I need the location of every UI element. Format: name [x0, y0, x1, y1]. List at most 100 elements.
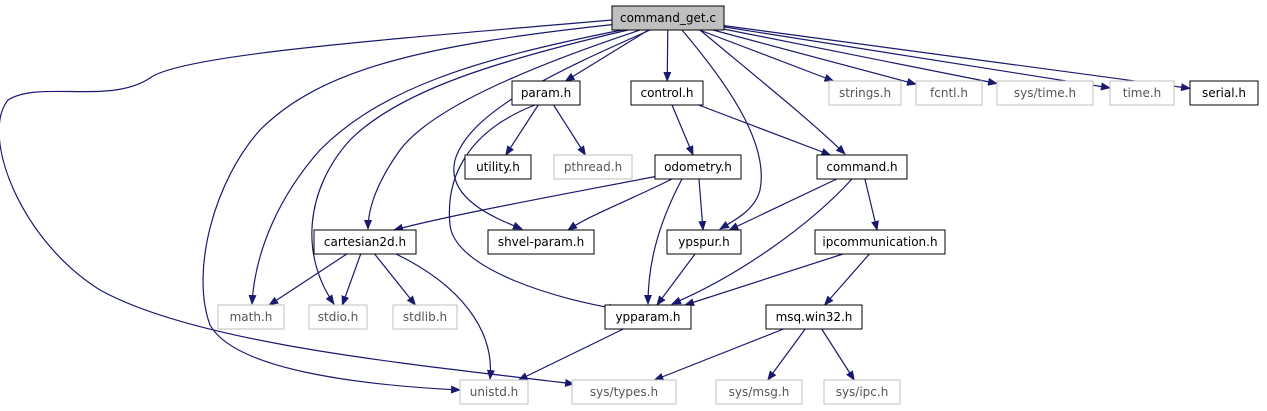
node-ypspur-h[interactable]: ypspur.h [666, 229, 742, 255]
node-label: command_get.c [620, 11, 716, 25]
edge-msq-win32-h-to-sys-ipc-h [821, 328, 855, 381]
node-math-h: math.h [217, 304, 285, 330]
node-label: command.h [826, 160, 897, 174]
nodes-layer: command_get.c param.h control.h strings.h fc… [217, 5, 1259, 405]
node-stdlib-h: stdlib.h [392, 304, 458, 330]
edge-command-h-to-ypparam-h [671, 178, 853, 305]
edges-layer [0, 19, 1191, 394]
node-box [666, 229, 742, 255]
edge-cartesian2d-h-to-math-h [268, 253, 348, 306]
edge-param-h-to-pthread-h [553, 104, 586, 156]
edge-command-get-c-to-control-h [663, 29, 672, 82]
node-box [816, 154, 908, 180]
node-label: msq.win32.h [776, 310, 853, 324]
edge-command-get-c-to-time-h [723, 26, 1111, 91]
node-label: param.h [521, 86, 571, 100]
node-box [571, 379, 677, 405]
node-utility-h[interactable]: utility.h [464, 154, 532, 180]
node-box [217, 304, 285, 330]
edge-command-get-c-to-math-h [248, 29, 623, 305]
node-label: sys/time.h [1014, 86, 1076, 100]
node-box [630, 80, 704, 106]
node-label: time.h [1123, 86, 1162, 100]
node-strings-h: strings.h [828, 80, 902, 106]
node-stdio-h: stdio.h [308, 304, 368, 330]
node-label: ypspur.h [678, 235, 729, 249]
edge-command-get-c-to-serial-h [723, 25, 1191, 92]
node-odometry-h[interactable]: odometry.h [654, 154, 742, 180]
edge-command-get-c-to-ypspur-h [681, 29, 762, 230]
node-box [654, 154, 742, 180]
node-box [308, 304, 368, 330]
node-label: ypparam.h [615, 310, 680, 324]
node-box [553, 154, 633, 180]
edge-cartesian2d-h-to-stdio-h [341, 253, 362, 306]
node-label: sys/msg.h [729, 385, 790, 399]
node-label: sys/ipc.h [836, 385, 889, 399]
node-label: control.h [640, 86, 693, 100]
edge-msq-win32-h-to-sys-types-h [653, 328, 784, 381]
node-sys-time-h: sys/time.h [996, 80, 1094, 106]
node-label: ipcommunication.h [822, 235, 937, 249]
edge-ypspur-h-to-ypparam-h [656, 253, 696, 306]
node-label: utility.h [476, 160, 520, 174]
node-box [823, 379, 901, 405]
edge-command-get-c-to-fcntl-h [712, 29, 917, 86]
edge-command-get-c-to-cartesian2d-h [364, 29, 641, 230]
edge-cartesian2d-h-to-stdlib-h [374, 253, 417, 306]
edge-cartesian2d-h-to-unistd-h [395, 253, 495, 380]
node-label: math.h [230, 310, 273, 324]
edge-msq-win32-h-to-sys-msg-h [767, 328, 806, 381]
node-label: stdio.h [318, 310, 358, 324]
edge-command-get-c-to-strings-h [699, 29, 835, 82]
node-command-get-c[interactable]: command_get.c [611, 5, 725, 31]
node-label: pthread.h [564, 160, 622, 174]
node-msq-win32-h[interactable]: msq.win32.h [765, 304, 863, 330]
edge-command-get-c-to-sys-time-h [723, 28, 998, 86]
node-ipcommunication-h[interactable]: ipcommunication.h [814, 229, 946, 255]
node-box [392, 304, 458, 330]
node-shvel-param-h[interactable]: shvel-param.h [487, 229, 595, 255]
edge-ipcommunication-h-to-msq-win32-h [823, 253, 870, 306]
node-sys-msg-h: sys/msg.h [715, 379, 803, 405]
edge-command-get-c-to-command-h [699, 29, 846, 155]
node-box [814, 229, 946, 255]
edge-command-get-c-to-param-h [564, 29, 649, 82]
edge-param-h-to-utility-h [505, 104, 539, 156]
node-ypparam-h[interactable]: ypparam.h [604, 304, 692, 330]
edge-command-get-c-to-sys-types-h [0, 19, 613, 387]
node-sys-types-h: sys/types.h [571, 379, 677, 405]
node-label: sys/types.h [590, 385, 658, 399]
node-label: strings.h [839, 86, 891, 100]
edge-odometry-h-to-shvel-param-h [567, 178, 673, 231]
node-time-h: time.h [1109, 80, 1175, 106]
node-label: cartesian2d.h [324, 235, 406, 249]
edge-odometry-h-to-ypparam-h [644, 178, 683, 305]
edge-command-get-c-to-unistd-h [202, 23, 619, 394]
node-fcntl-h: fcntl.h [915, 80, 983, 106]
edge-ipcommunication-h-to-ypparam-h [684, 253, 844, 307]
node-box [313, 229, 417, 255]
node-box [487, 229, 595, 255]
node-box [996, 80, 1094, 106]
node-serial-h[interactable]: serial.h [1189, 80, 1259, 106]
node-box [459, 379, 529, 405]
node-control-h[interactable]: control.h [630, 80, 704, 106]
node-box [611, 5, 725, 31]
edge-odometry-h-to-cartesian2d-h [393, 175, 659, 232]
node-command-h[interactable]: command.h [816, 154, 908, 180]
node-box [464, 154, 532, 180]
node-label: odometry.h [664, 160, 732, 174]
node-cartesian2d-h[interactable]: cartesian2d.h [313, 229, 417, 255]
node-box [715, 379, 803, 405]
edge-param-h-to-ypparam-h [448, 104, 619, 312]
edge-odometry-h-to-ypspur-h [698, 178, 707, 231]
node-label: stdlib.h [403, 310, 447, 324]
edge-command-get-c-to-shvel-param-h [453, 29, 651, 230]
node-box [765, 304, 863, 330]
edge-control-h-to-command-h [698, 104, 832, 156]
node-unistd-h: unistd.h [459, 379, 529, 405]
edge-ypparam-h-to-unistd-h [517, 328, 624, 381]
node-param-h[interactable]: param.h [511, 80, 581, 106]
edge-command-h-to-ipcommunication-h [864, 178, 879, 231]
